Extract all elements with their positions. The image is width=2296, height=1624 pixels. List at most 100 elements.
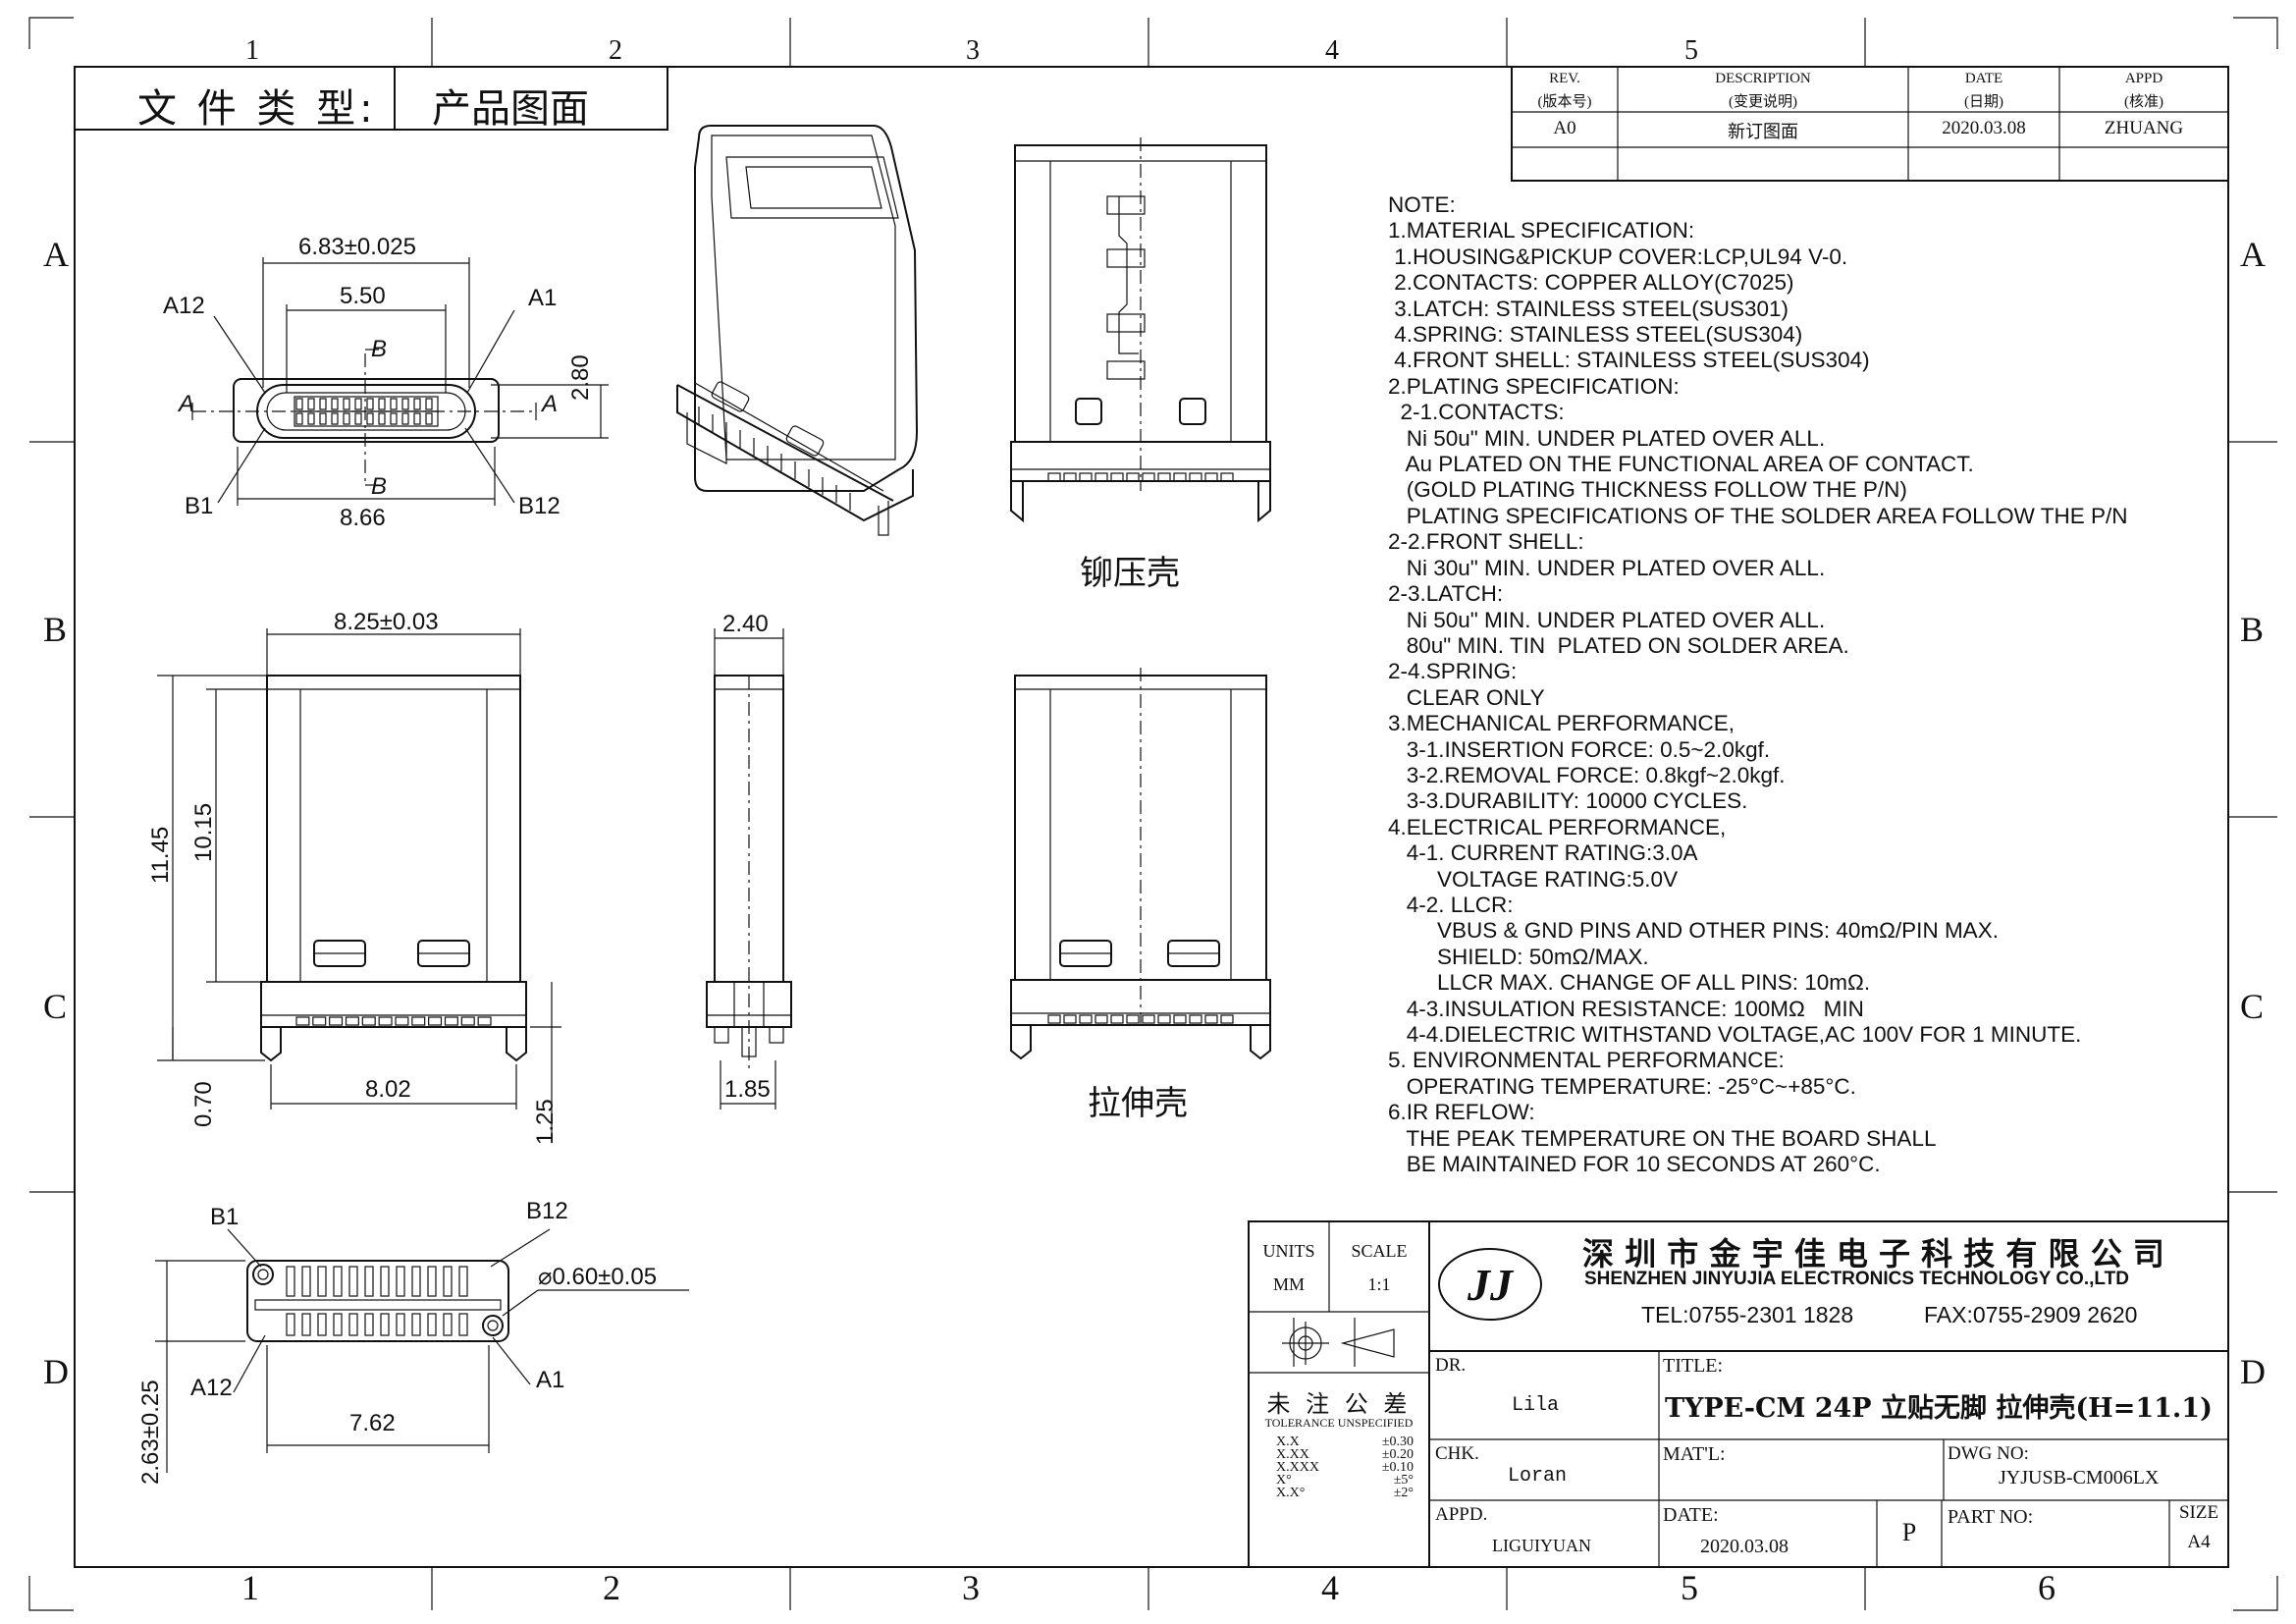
footprint-pad [348, 1266, 358, 1297]
fp-label-b12: B12 [526, 1198, 568, 1224]
note-line: 3-1.INSERTION FORCE: 0.5~2.0kgf. [1388, 736, 1771, 762]
contact-pin [331, 398, 339, 410]
scale-label: SCALE [1351, 1241, 1408, 1261]
note-line: (GOLD PLATING THICKNESS FOLLOW THE P/N) [1388, 477, 1907, 503]
tolerance-row: X.XX±0.20 [1276, 1448, 1414, 1462]
material-label: MAT'L: [1663, 1443, 1726, 1465]
solder-pin [428, 1016, 443, 1026]
drawn-by-value: Lila [1512, 1394, 1560, 1417]
solder-pin [1079, 472, 1093, 482]
grid-col-1: 1 [245, 35, 259, 66]
footprint-pad [411, 1313, 421, 1336]
tolerance-key: X.X [1276, 1435, 1300, 1449]
contact-pin [413, 412, 421, 425]
drawn-shell-view [1010, 668, 1271, 1060]
grid-row-c-right: C [2240, 987, 2265, 1026]
solder-pin [1095, 472, 1108, 482]
dim-7-62: 7.62 [349, 1410, 396, 1436]
solder-pin [1220, 1014, 1234, 1024]
dim-1-25: 1.25 [532, 1099, 559, 1145]
solder-pin [1079, 1014, 1093, 1024]
contact-pin [307, 398, 315, 410]
footprint-pad [364, 1313, 374, 1336]
checked-by-label: CHK. [1435, 1443, 1479, 1464]
solder-pin [1157, 472, 1171, 482]
tolerance-value: ±0.10 [1381, 1460, 1414, 1475]
footprint-pad [333, 1266, 343, 1297]
grid-col-3-bottom: 3 [962, 1568, 980, 1607]
tolerance-key: X° [1276, 1473, 1292, 1488]
grid-col-2-bottom: 2 [603, 1568, 620, 1607]
footprint-pad [380, 1313, 390, 1336]
label-section-a-left: A [179, 391, 195, 417]
size-label: SIZE [2178, 1502, 2219, 1523]
approved-by-value: LIGUIYUAN [1492, 1536, 1591, 1555]
note-line: Au PLATED ON THE FUNCTIONAL AREA OF CONT… [1388, 452, 1974, 477]
size-value: A4 [2187, 1532, 2211, 1552]
grid-col-5-bottom: 5 [1681, 1568, 1698, 1607]
rev-header-en: REV. [1549, 71, 1580, 86]
contact-pin [413, 398, 421, 410]
contact-pin [378, 412, 386, 425]
solder-pin [1095, 1014, 1108, 1024]
grid-row-b-right: B [2240, 610, 2265, 649]
footprint-pad [427, 1266, 437, 1297]
iso-view [676, 125, 919, 536]
note-line: Ni 50u" MIN. UNDER PLATED OVER ALL. [1388, 425, 1826, 451]
dim-2-63: 2.63±0.25 [137, 1380, 164, 1485]
solder-pin [1126, 1014, 1140, 1024]
solder-pin [1063, 472, 1077, 482]
caption-riveted-shell: 铆压壳 [1080, 554, 1180, 593]
approved-by-label: APPD. [1435, 1504, 1488, 1525]
date-label: DATE: [1663, 1504, 1719, 1526]
rev-header-zh: (版本号) [1537, 94, 1592, 110]
tolerance-row: X.X°±2° [1276, 1487, 1414, 1500]
tolerance-row: X.XXX±0.10 [1276, 1460, 1414, 1475]
solder-pin [1157, 1014, 1171, 1024]
contact-pin [425, 398, 433, 410]
tolerance-value: ±5° [1393, 1473, 1414, 1488]
date-header-zh: (日期) [1964, 94, 2003, 110]
date-header-en: DATE [1964, 71, 2003, 86]
dim-hole-dia: ⌀0.60±0.05 [538, 1264, 658, 1290]
appd-header-en: APPD [2124, 71, 2163, 86]
note-line: 6.IR REFLOW: [1388, 1100, 1535, 1125]
note-line: 4-1. CURRENT RATING:3.0A [1388, 840, 1698, 866]
note-line: 2-4.SPRING: [1388, 659, 1518, 684]
solder-pin [1220, 472, 1234, 482]
footprint-pad [317, 1266, 327, 1297]
rev-value: A0 [1553, 118, 1576, 138]
solder-pin [1126, 472, 1140, 482]
contact-pin [343, 412, 350, 425]
revision-table [1511, 66, 2229, 182]
grid-row-a: A [43, 235, 69, 274]
grid-row-d-right: D [2240, 1352, 2266, 1391]
grid-col-1-bottom: 1 [241, 1568, 259, 1607]
contact-pin [390, 412, 398, 425]
note-line: 4.FRONT SHELL: STAINLESS STEEL(SUS304) [1388, 348, 1870, 373]
note-line: Ni 50u" MIN. UNDER PLATED OVER ALL. [1388, 607, 1826, 632]
desc-header-zh: (变更说明) [1729, 94, 1797, 110]
dim-11-45: 11.45 [147, 826, 174, 884]
solder-pin [477, 1016, 492, 1026]
caption-drawn-shell: 拉伸壳 [1088, 1084, 1188, 1123]
solder-pin [1110, 1014, 1124, 1024]
solder-pin [1047, 1014, 1061, 1024]
units-label: UNITS [1262, 1241, 1315, 1261]
appd-header-zh: (核准) [2124, 94, 2163, 110]
units-value: MM [1272, 1274, 1305, 1294]
contact-pin [307, 412, 315, 425]
solder-pin [1110, 472, 1124, 482]
solder-pin [345, 1016, 359, 1026]
fp-label-b1: B1 [210, 1204, 240, 1230]
note-line: 4-4.DIELECTRIC WITHSTAND VOLTAGE,AC 100V… [1388, 1022, 2082, 1047]
contact-pin [390, 398, 398, 410]
dim-8-25: 8.25±0.03 [334, 609, 439, 635]
dim-0-70: 0.70 [190, 1081, 217, 1127]
doc-type-value: 产品图面 [432, 86, 589, 132]
note-line: VOLTAGE RATING:5.0V [1388, 866, 1679, 892]
footprint-pad [458, 1313, 468, 1336]
